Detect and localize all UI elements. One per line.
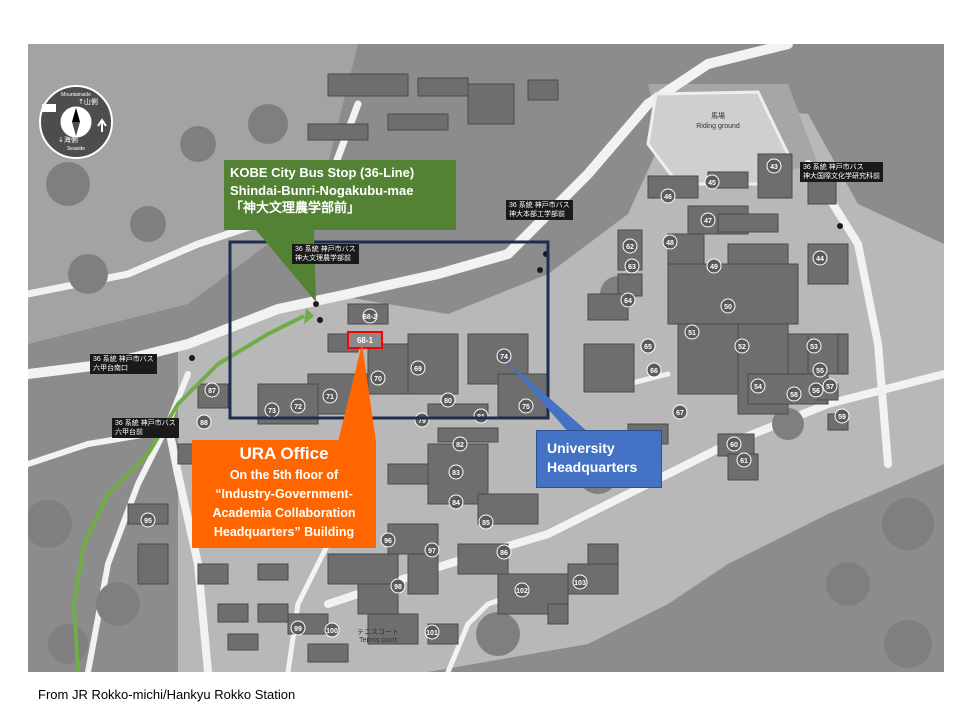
svg-text:52: 52	[738, 344, 746, 351]
svg-text:98: 98	[394, 584, 402, 591]
bus-sign-bunri: 36 系統 神戸市バス神大文理農学部前	[292, 244, 359, 264]
svg-text:70: 70	[374, 376, 382, 383]
svg-text:46: 46	[664, 194, 672, 201]
svg-text:87: 87	[208, 388, 216, 395]
svg-text:62: 62	[626, 244, 634, 251]
svg-text:63: 63	[628, 264, 636, 271]
bus-stop-line1: KOBE City Bus Stop (36-Line)	[230, 165, 415, 180]
compass-bottom-label: ↓海側	[58, 135, 78, 144]
svg-text:45: 45	[708, 180, 716, 187]
svg-text:57: 57	[826, 384, 834, 391]
ura-office-callout: URA Office On the 5th floor of “Industry…	[192, 440, 376, 548]
headquarters-callout: University Headquarters	[536, 430, 662, 488]
svg-text:100: 100	[326, 628, 338, 635]
svg-text:99: 99	[294, 626, 302, 633]
ura-office-line4: Headquarters” Building	[213, 525, 355, 539]
svg-text:60: 60	[730, 442, 738, 449]
svg-text:83: 83	[452, 470, 460, 477]
headquarters-line2: Headquarters	[547, 459, 638, 475]
campus-map: 43 44 45 46 47 48 49 50 51 52 53 54 55 57 56 58 59 6…	[28, 44, 944, 672]
headquarters-line1: University	[547, 440, 615, 456]
svg-text:58: 58	[790, 392, 798, 399]
svg-text:50: 50	[724, 304, 732, 311]
svg-text:79: 79	[418, 418, 426, 425]
tennis-sub: Tennis court	[359, 637, 397, 644]
svg-text:43: 43	[770, 164, 778, 171]
svg-text:101: 101	[426, 630, 438, 637]
bus-stop-line2: Shindai-Bunri-Nogakubu-mae	[230, 183, 414, 198]
tennis-label: テニスコート	[357, 628, 399, 636]
svg-text:85: 85	[482, 520, 490, 527]
bus-sign-honbu: 36 系統 神戸市バス神大本部工学部前	[506, 200, 573, 220]
svg-text:102: 102	[516, 588, 528, 595]
map-graphic: 43 44 45 46 47 48 49 50 51 52 53 54 55 57 56 58 59 6…	[28, 44, 944, 672]
svg-text:68-1: 68-1	[357, 336, 374, 345]
svg-text:96: 96	[384, 538, 392, 545]
ura-office-title: URA Office	[239, 444, 329, 463]
ura-office-line3: Academia Collaboration	[212, 506, 356, 520]
svg-text:55: 55	[816, 368, 824, 375]
bus-sign-rokkodai: 36 系統 神戸市バス六甲台前	[112, 418, 179, 438]
route-caption: From JR Rokko-michi/Hankyu Rokko Station	[38, 687, 296, 702]
bus-stop-line3: 「神大文理農学部前」	[230, 201, 361, 216]
svg-text:74: 74	[500, 354, 508, 361]
field-sub: Riding ground	[696, 123, 740, 130]
svg-text:88: 88	[200, 420, 208, 427]
compass-icon: Mountainside ↑山側 ↓海側 Seaside	[39, 85, 113, 159]
svg-text:53: 53	[810, 344, 818, 351]
svg-text:68-2: 68-2	[363, 314, 377, 321]
ura-callout-pointer	[338, 344, 376, 442]
compass-top-sub: Mountainside	[61, 92, 91, 98]
svg-text:75: 75	[522, 404, 530, 411]
ura-office-line2: “Industry-Government-	[215, 487, 353, 501]
svg-text:84: 84	[452, 500, 460, 507]
highlight-area	[228, 240, 550, 420]
svg-text:95: 95	[144, 518, 152, 525]
svg-text:48: 48	[666, 240, 674, 247]
walking-route	[71, 314, 305, 672]
svg-text:49: 49	[710, 264, 718, 271]
svg-text:44: 44	[816, 256, 824, 263]
svg-text:59: 59	[838, 414, 846, 421]
bus-sign-rokkodai-minami: 36 系統 神戸市バス六甲台南口	[90, 354, 157, 374]
svg-text:86: 86	[500, 550, 508, 557]
svg-text:67: 67	[676, 410, 684, 417]
svg-text:71: 71	[326, 394, 334, 401]
svg-text:47: 47	[704, 218, 712, 225]
svg-text:72: 72	[294, 404, 302, 411]
svg-text:97: 97	[428, 548, 436, 555]
svg-text:51: 51	[688, 330, 696, 337]
field-label: 馬場	[711, 111, 725, 120]
bus-sign-kokusai: 36 系統 神戸市バス神大国際文化学研究科前	[800, 162, 883, 182]
svg-text:73: 73	[268, 408, 276, 415]
svg-text:56: 56	[812, 388, 820, 395]
ura-office-line1: On the 5th floor of	[229, 468, 339, 482]
compass-top-label: ↑山側	[78, 97, 98, 106]
svg-text:65: 65	[644, 344, 652, 351]
compass-bottom-sub: Seaside	[67, 146, 85, 152]
bus-stop-callout: KOBE City Bus Stop (36-Line) Shindai-Bun…	[224, 160, 456, 230]
ura-building-marker	[347, 331, 383, 349]
svg-text:80: 80	[444, 398, 452, 405]
svg-text:61: 61	[740, 458, 748, 465]
svg-text:103: 103	[574, 580, 586, 587]
svg-text:54: 54	[754, 384, 762, 391]
svg-text:64: 64	[624, 298, 632, 305]
svg-text:82: 82	[456, 442, 464, 449]
svg-text:66: 66	[650, 368, 658, 375]
hq-callout-pointer	[506, 360, 588, 432]
svg-text:69: 69	[414, 366, 422, 373]
